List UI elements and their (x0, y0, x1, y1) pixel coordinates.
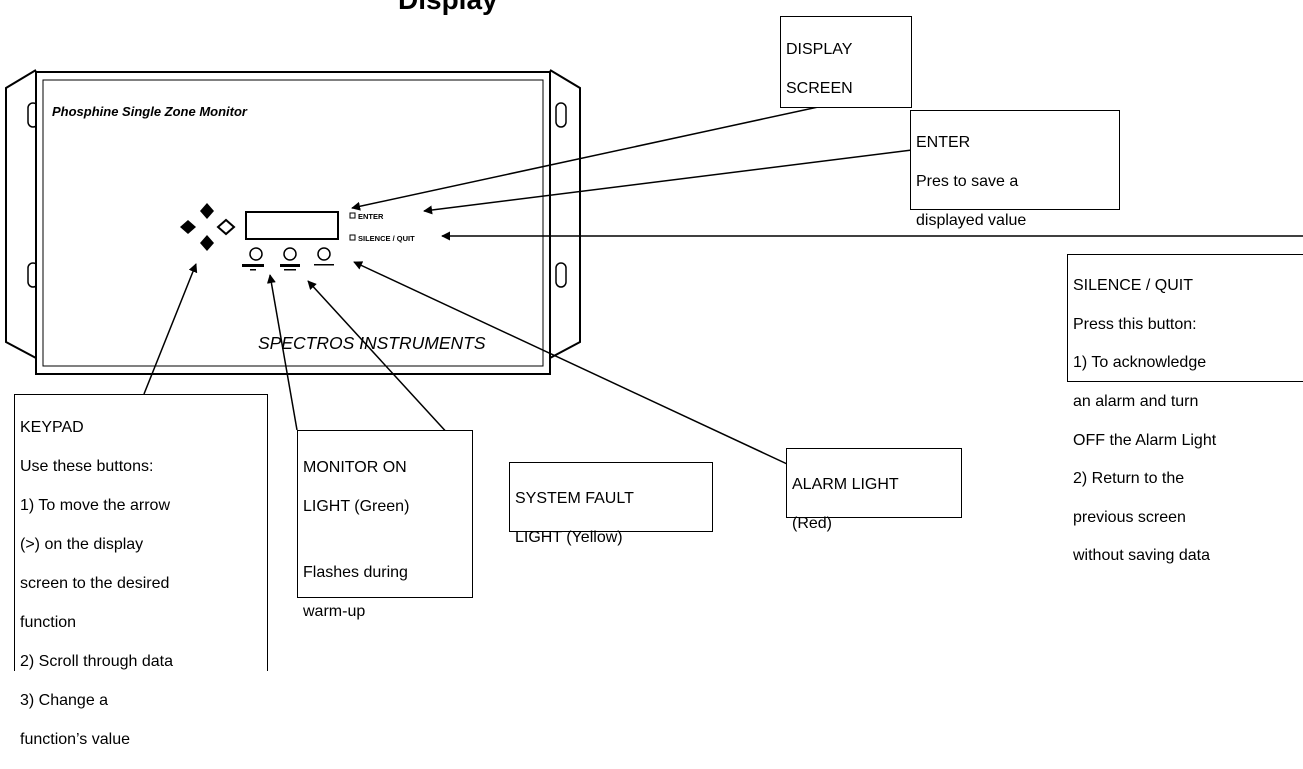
keypad-leader (143, 263, 198, 395)
light-label-marker (314, 264, 334, 266)
system-fault-callout: SYSTEM FAULT LIGHT (Yellow) (509, 462, 713, 546)
light-bulb-icon (249, 247, 263, 261)
callout-line: 2) Scroll through data (20, 652, 173, 670)
monitor-on-callout: MONITOR ON LIGHT (Green) Flashes during … (297, 430, 473, 620)
display-screen-callout: DISPLAY SCREEN (780, 16, 912, 108)
display-screen-leader (351, 103, 833, 211)
enter-leader (423, 149, 913, 215)
enter-callout: ENTER Pres to save a displayed value (910, 110, 1120, 229)
light-bulb-icon (283, 247, 297, 261)
callout-note-line: warm-up (303, 603, 366, 620)
display-screen (245, 211, 339, 240)
monitor-on-light (242, 247, 264, 271)
callout-line: ALARM LIGHT (792, 475, 899, 493)
callout-line: 2) Return to the (1073, 470, 1185, 488)
device-name-label: Phosphine Single Zone Monitor (52, 104, 248, 119)
callout-line: SYSTEM FAULT (515, 489, 634, 507)
callout-line: LIGHT (Yellow) (515, 528, 623, 546)
light-label-marker (280, 264, 300, 267)
callout-line: SCREEN (786, 79, 853, 97)
callout-line: 3) Change a (20, 691, 109, 709)
callout-line: displayed value (916, 211, 1027, 229)
callout-line: KEYPAD (20, 418, 84, 436)
light-bulb-icon (317, 247, 331, 261)
mounting-slot-icon (555, 262, 567, 288)
callout-line: 1) To acknowledge (1073, 354, 1207, 372)
callout-line: previous screen (1073, 508, 1186, 526)
keypad (180, 203, 236, 251)
enter-label: ENTER (358, 212, 384, 221)
page-title-text: Display (398, 0, 498, 16)
light-label-marker (284, 269, 296, 271)
monitor-on-leader (266, 274, 298, 431)
keypad-callout: KEYPAD Use these buttons: 1) To move the… (14, 394, 268, 748)
callout-line: 1) To move the arrow (20, 496, 170, 514)
callout-line: Press this button: (1073, 315, 1197, 333)
callout-line: an alarm and turn (1073, 393, 1199, 411)
callout-line: OFF the Alarm Light (1073, 431, 1217, 449)
monitor-face-panel (42, 79, 544, 367)
callout-note-line: Flashes during (303, 564, 408, 581)
monitor-diagram: Phosphine Single Zone Monitor SPECTROS I… (5, 69, 1303, 471)
callout-line: screen to the desired (20, 574, 170, 592)
callout-line: Use these buttons: (20, 457, 154, 475)
left-mounting-flange (5, 69, 39, 359)
light-label-marker (242, 264, 264, 267)
callout-line: SILENCE / QUIT (1073, 277, 1194, 295)
mounting-slot-icon (555, 102, 567, 128)
callout-line: function (20, 613, 77, 631)
silence-quit-callout: SILENCE / QUIT Press this button: 1) To … (1067, 254, 1303, 564)
callout-line: ENTER (916, 133, 971, 151)
page-title: Display (0, 0, 1303, 26)
alarm-light-callout: ALARM LIGHT (Red) (786, 448, 962, 532)
alarm-light-leader (353, 261, 801, 471)
silence-quit-button[interactable] (349, 234, 356, 241)
callout-line: (>) on the display (20, 535, 144, 553)
keypad-right-button[interactable] (216, 218, 236, 236)
callout-line: Pres to save a (916, 172, 1019, 190)
callout-line: function’s value (20, 730, 130, 748)
keypad-left-button[interactable] (180, 220, 196, 234)
light-label-marker (250, 269, 256, 271)
device-brand-label: SPECTROS INSTRUMENTS (258, 333, 486, 353)
enter-button[interactable] (349, 212, 356, 219)
system-fault-light (280, 247, 300, 271)
callout-line: (Red) (792, 514, 833, 532)
keypad-down-button[interactable] (200, 235, 214, 251)
callout-line: DISPLAY (786, 40, 853, 58)
callout-line: LIGHT (Green) (303, 497, 410, 515)
right-mounting-flange (549, 69, 581, 359)
alarm-light (314, 247, 334, 266)
callout-line: without saving data (1073, 547, 1210, 565)
keypad-up-button[interactable] (200, 203, 214, 219)
callout-line: MONITOR ON (303, 458, 407, 476)
silence-quit-label: SILENCE / QUIT (358, 234, 415, 243)
